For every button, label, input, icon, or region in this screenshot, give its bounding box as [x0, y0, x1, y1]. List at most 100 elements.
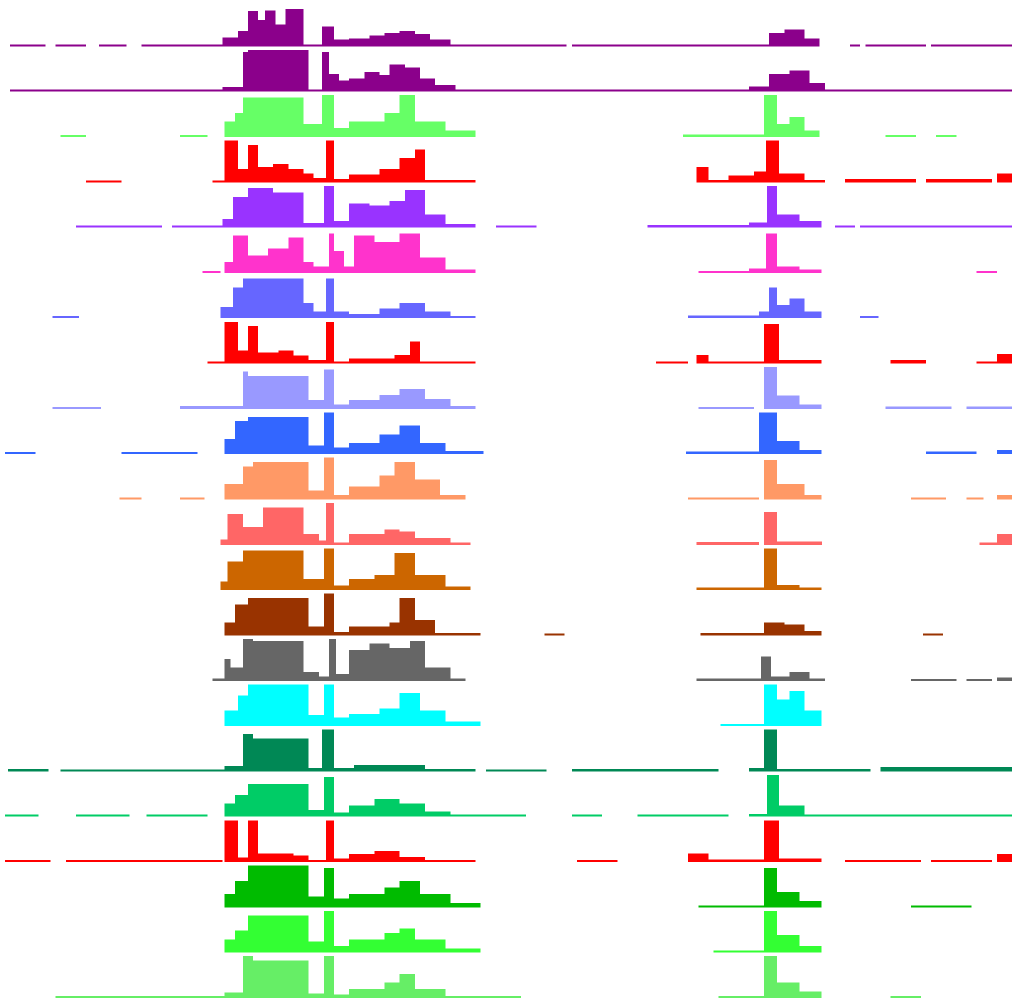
track-t12-bar-6: [325, 503, 334, 545]
track-t09-bar-10: [425, 399, 451, 409]
track-t08-bar-4: [258, 352, 279, 364]
track-t19-bar-1: [65, 859, 223, 863]
track-t11-bar-6: [323, 457, 334, 500]
track-t05-bar-20: [799, 221, 822, 228]
track-t06-bar-11: [354, 235, 375, 273]
track-t10-bar-3: [234, 421, 248, 455]
track-t11-bar-15: [777, 484, 805, 500]
track-t22-bar-6: [333, 994, 350, 998]
track-t05-bar-4: [247, 188, 274, 228]
track-t09-bar-8: [379, 394, 400, 409]
track-t05-bar-18: [767, 185, 778, 228]
track-t18-bar-14: [571, 814, 603, 817]
track-t14-bar-15: [804, 631, 822, 636]
track-t21-bar-8: [399, 928, 415, 953]
track-t01-bar-3: [141, 44, 223, 47]
track-t07-bar-15: [769, 287, 778, 319]
track-t05-bar-9: [349, 203, 370, 228]
track-t05-bar-7: [323, 185, 334, 228]
track-t05-bar-10: [369, 205, 390, 228]
track-t06-bar-21: [976, 270, 997, 273]
track-t19-bar-0: [5, 860, 51, 863]
track-t09-bar-12: [698, 406, 754, 409]
track-t09-bar-9: [399, 389, 426, 409]
track-t13-bar-4: [323, 548, 334, 591]
track-t13: [220, 548, 822, 591]
track-t07-bar-6: [325, 278, 334, 319]
track-t22-bar-12: [718, 996, 765, 998]
track-t18-bar-0: [5, 814, 39, 817]
track-t02-bar-15: [455, 89, 749, 92]
track-t08-bar-21: [996, 353, 1012, 364]
track-t16-bar-3: [308, 715, 324, 727]
track-t17-bar-8: [354, 764, 426, 772]
track-t01-bar-9: [275, 24, 286, 47]
track-t10-bar-13: [686, 451, 759, 455]
track-t19-bar-14: [576, 860, 618, 863]
track-t19-bar-13: [425, 859, 476, 863]
track-t16-bar-8: [399, 693, 420, 727]
track-t20-bar-5: [333, 898, 350, 908]
track-t04-bar-22: [779, 173, 805, 183]
track-t10-bar-14: [759, 412, 778, 455]
track-t10-bar-17: [925, 451, 977, 455]
track-t14-bar-9: [414, 620, 436, 636]
track-t15-bar-6: [318, 676, 329, 681]
track-t12-bar-16: [979, 542, 997, 545]
track-t01-bar-8: [265, 10, 276, 47]
track-t14-bar-6: [349, 626, 390, 636]
track-t07-bar-10: [399, 302, 426, 319]
track-t21-bar-12: [764, 910, 778, 953]
track-t03-bar-19: [936, 134, 957, 137]
track-t10-bar-1: [121, 452, 198, 455]
track-t21-bar-0: [224, 939, 235, 953]
track-t18-bar-2: [146, 814, 208, 817]
track-t22-bar-7: [349, 989, 385, 998]
track-t10-bar-9: [379, 434, 400, 455]
track-t10: [5, 412, 1012, 455]
track-t01-bar-22: [769, 33, 785, 47]
track-t15-bar-16: [761, 656, 772, 681]
track-t15: [212, 639, 1012, 681]
track-t16-bar-6: [349, 713, 380, 727]
track-t11-bar-2: [224, 484, 243, 500]
track-t01-bar-19: [430, 39, 451, 47]
track-t16-bar-5: [333, 717, 350, 727]
track-t16-bar-15: [804, 710, 822, 727]
track-t21-bar-2: [247, 915, 309, 953]
track-t08: [207, 321, 1012, 364]
track-t08-bar-7: [308, 360, 326, 364]
track-t20-bar-8: [399, 880, 420, 908]
track-t04-bar-9: [313, 177, 326, 183]
track-t14-bar-2: [247, 598, 309, 636]
track-t01-bar-25: [850, 44, 861, 47]
track-t12-bar-4: [303, 533, 319, 545]
track-t09-bar-11: [450, 406, 476, 409]
track-t12-bar-1: [227, 514, 243, 545]
track-t19-bar-21: [996, 854, 1012, 863]
track-t15-bar-17: [771, 676, 790, 681]
track-t19-bar-19: [845, 859, 921, 863]
track-t11-bar-14: [764, 459, 778, 500]
track-t11-bar-0: [119, 497, 142, 500]
track-t01-bar-14: [349, 38, 370, 47]
track-t04-bar-5: [258, 166, 274, 183]
track-t05-bar-22: [860, 225, 1012, 228]
track-t14-bar-14: [784, 624, 805, 636]
track-t06-bar-9: [333, 250, 345, 273]
track-t02-bar-9: [364, 71, 380, 92]
track-t06-bar-10: [344, 266, 355, 273]
track-t03-bar-9: [384, 112, 400, 137]
track-t07-bar-9: [379, 308, 400, 319]
track-t02-bar-5: [321, 52, 329, 92]
track-t06-bar-12: [374, 242, 400, 273]
track-t18-bar-7: [323, 777, 334, 817]
track-t06-bar-16: [698, 270, 749, 273]
track-t16-bar-4: [323, 684, 334, 727]
track-t14-bar-5: [333, 631, 350, 636]
track-t01-bar-18: [414, 34, 431, 47]
track-t02-bar-1: [222, 87, 243, 92]
track-t02-bar-3: [247, 49, 309, 92]
track-t04-bar-18: [708, 180, 729, 183]
track-t13-bar-14: [799, 587, 822, 591]
